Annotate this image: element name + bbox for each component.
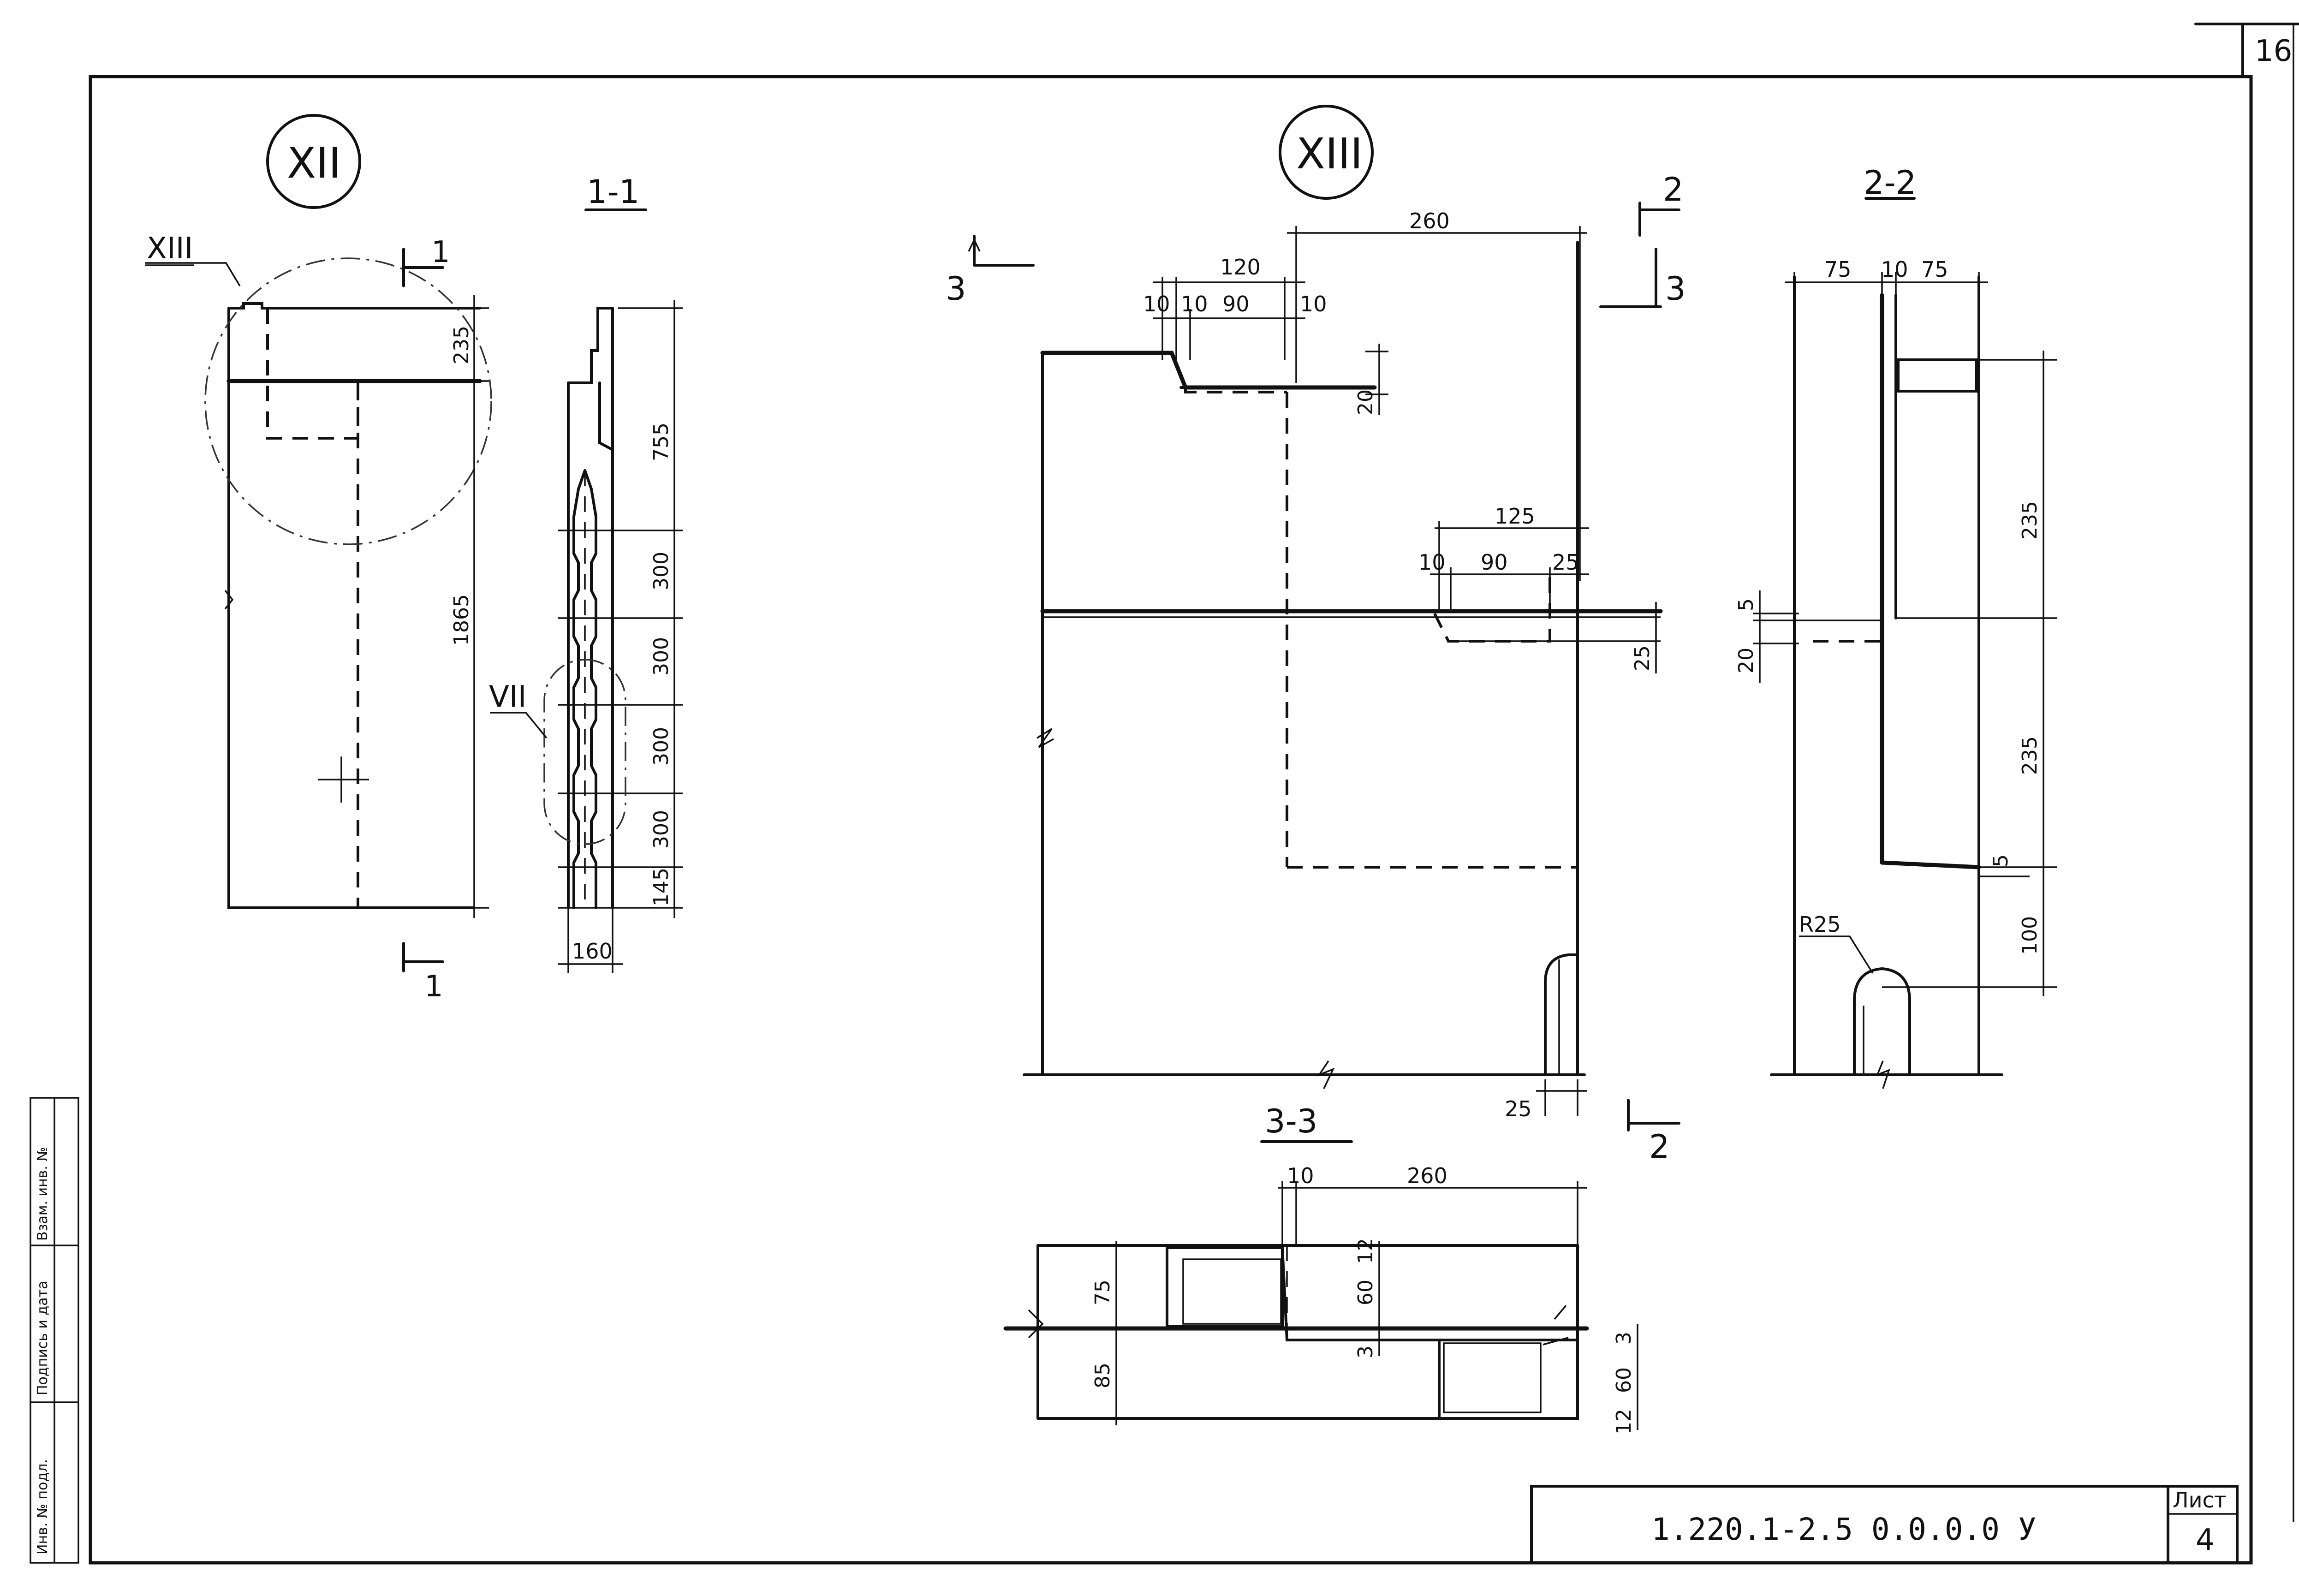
cut-3-right: 3 bbox=[1665, 270, 1686, 308]
dim-60-mid: 60 bbox=[1354, 1280, 1377, 1305]
sheet-frame bbox=[89, 23, 2299, 1565]
dim-1865: 1865 bbox=[450, 594, 473, 646]
cut-2-top: 2 bbox=[1663, 171, 1684, 208]
side-stamp-replace: Взам. инв. № bbox=[35, 1147, 51, 1241]
dim-120: 120 bbox=[1220, 255, 1261, 280]
dim-260-top: 260 bbox=[1409, 208, 1450, 233]
dim-10-b: 10 bbox=[1181, 292, 1208, 316]
dim-235: 235 bbox=[450, 326, 473, 364]
dim-10-mid: 10 bbox=[1418, 550, 1446, 575]
section-3-3-title: 3-3 bbox=[1265, 1102, 1317, 1140]
dim-20: 20 bbox=[1354, 389, 1377, 415]
dim-300-c: 300 bbox=[649, 727, 673, 766]
dim-300-d: 300 bbox=[649, 810, 673, 849]
dim-60-right: 60 bbox=[1612, 1367, 1636, 1393]
callout-vii: VII bbox=[489, 680, 527, 714]
dim-75-33: 75 bbox=[1091, 1280, 1114, 1305]
callout-xiii: XIII bbox=[147, 232, 193, 266]
sheet-number: 4 bbox=[2196, 1523, 2215, 1557]
dim-100: 100 bbox=[2018, 916, 2042, 955]
dim-5-left: 5 bbox=[1734, 598, 1758, 611]
dim-25-vertical: 25 bbox=[1631, 645, 1654, 671]
dim-260-33: 260 bbox=[1407, 1163, 1447, 1188]
section-3-3 bbox=[1003, 1140, 1638, 1430]
dim-300-b: 300 bbox=[649, 637, 673, 676]
page-number: 16 bbox=[2255, 34, 2292, 68]
dim-75-right: 75 bbox=[1921, 257, 1948, 282]
sheet-label: Лист bbox=[2173, 1488, 2227, 1513]
radius-r25: R25 bbox=[1799, 912, 1841, 937]
dim-75-left: 75 bbox=[1824, 257, 1852, 282]
dim-125: 125 bbox=[1495, 504, 1535, 529]
dim-10-c: 10 bbox=[1300, 292, 1327, 316]
dim-10-33: 10 bbox=[1287, 1163, 1314, 1188]
dim-160: 160 bbox=[572, 939, 613, 964]
detail-xiii-title: XIII bbox=[1296, 129, 1363, 179]
cut-3-left: 3 bbox=[946, 270, 966, 308]
dim-300-a: 300 bbox=[649, 552, 673, 590]
dim-755: 755 bbox=[649, 423, 673, 461]
section-2-2 bbox=[1753, 197, 2057, 1089]
dim-25-mid: 25 bbox=[1552, 550, 1579, 575]
cut-mark-1-top: 1 bbox=[431, 235, 450, 269]
dim-235-upper: 235 bbox=[2018, 501, 2042, 540]
section-1-1-title: 1-1 bbox=[587, 173, 639, 211]
dim-235-lower: 235 bbox=[2018, 736, 2042, 775]
dim-12-mid: 12 bbox=[1354, 1238, 1377, 1264]
cut-mark-1-bottom: 1 bbox=[424, 970, 443, 1004]
dim-90-top: 90 bbox=[1222, 292, 1250, 316]
dim-5-right: 5 bbox=[1989, 854, 2013, 867]
side-stamp-sign: Подпись и дата bbox=[35, 1281, 51, 1396]
document-code: 1.220.1-2.5 0.0.0.0 У bbox=[1651, 1512, 2036, 1547]
dim-10-22: 10 bbox=[1881, 257, 1908, 282]
dim-25-bottom: 25 bbox=[1505, 1096, 1532, 1121]
dim-85-33: 85 bbox=[1091, 1363, 1114, 1388]
dim-20-left: 20 bbox=[1734, 648, 1758, 673]
dim-12-right: 12 bbox=[1612, 1409, 1636, 1435]
detail-xiii bbox=[968, 105, 1680, 1131]
side-stamp-inv: Инв. № подл. bbox=[35, 1459, 51, 1554]
dim-3-right: 3 bbox=[1612, 1332, 1636, 1345]
section-1-1 bbox=[490, 208, 683, 973]
side-stamp: Инв. № подл. Подпись и дата Взам. инв. № bbox=[30, 1097, 79, 1564]
cut-2-bottom: 2 bbox=[1649, 1128, 1670, 1166]
dim-3-mid: 3 bbox=[1354, 1346, 1377, 1358]
view-xii-title: XII bbox=[287, 138, 341, 188]
title-block bbox=[1530, 1485, 2239, 1564]
dim-90-mid: 90 bbox=[1481, 550, 1508, 575]
dim-10-a: 10 bbox=[1143, 292, 1170, 316]
dim-145: 145 bbox=[649, 868, 673, 906]
section-2-2-title: 2-2 bbox=[1864, 164, 1916, 202]
view-xii bbox=[145, 114, 492, 972]
